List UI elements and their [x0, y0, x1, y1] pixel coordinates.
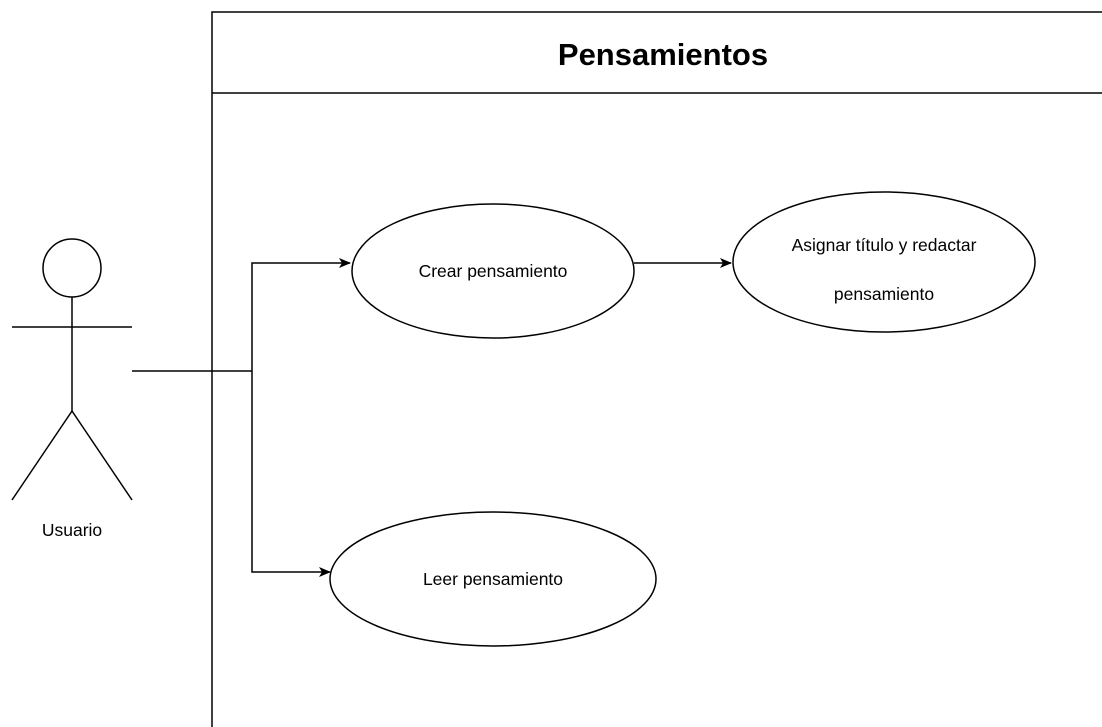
usecase-crear-ellipse	[351, 203, 635, 339]
actor-label: Usuario	[42, 520, 102, 540]
system-title: Pensamientos	[558, 37, 768, 72]
actor-stick-figure-icon	[11, 238, 133, 501]
usecase-asignar-titulo[interactable]: Asignar título y redactar pensamiento	[732, 191, 1036, 333]
usecase-asignar-label-line1: Asignar título y redactar	[792, 235, 977, 255]
usecase-asignar-label-line2: pensamiento	[834, 284, 934, 304]
association-arrow-leer	[251, 371, 331, 577]
usecase-crear-pensamiento[interactable]: Crear pensamiento	[351, 203, 635, 339]
actor-usuario: Usuario	[11, 238, 133, 540]
usecase-leer-ellipse	[329, 511, 657, 647]
system-boundary-frame	[211, 11, 1102, 727]
usecase-asignar-ellipse	[732, 191, 1036, 333]
usecase-leer-pensamiento[interactable]: Leer pensamiento	[329, 511, 657, 647]
usecase-crear-label: Crear pensamiento	[419, 261, 568, 281]
system-boundary: Pensamientos	[211, 11, 1102, 727]
association-arrow-crear	[251, 258, 351, 371]
usecase-leer-label: Leer pensamiento	[423, 569, 563, 589]
associations	[132, 258, 732, 577]
